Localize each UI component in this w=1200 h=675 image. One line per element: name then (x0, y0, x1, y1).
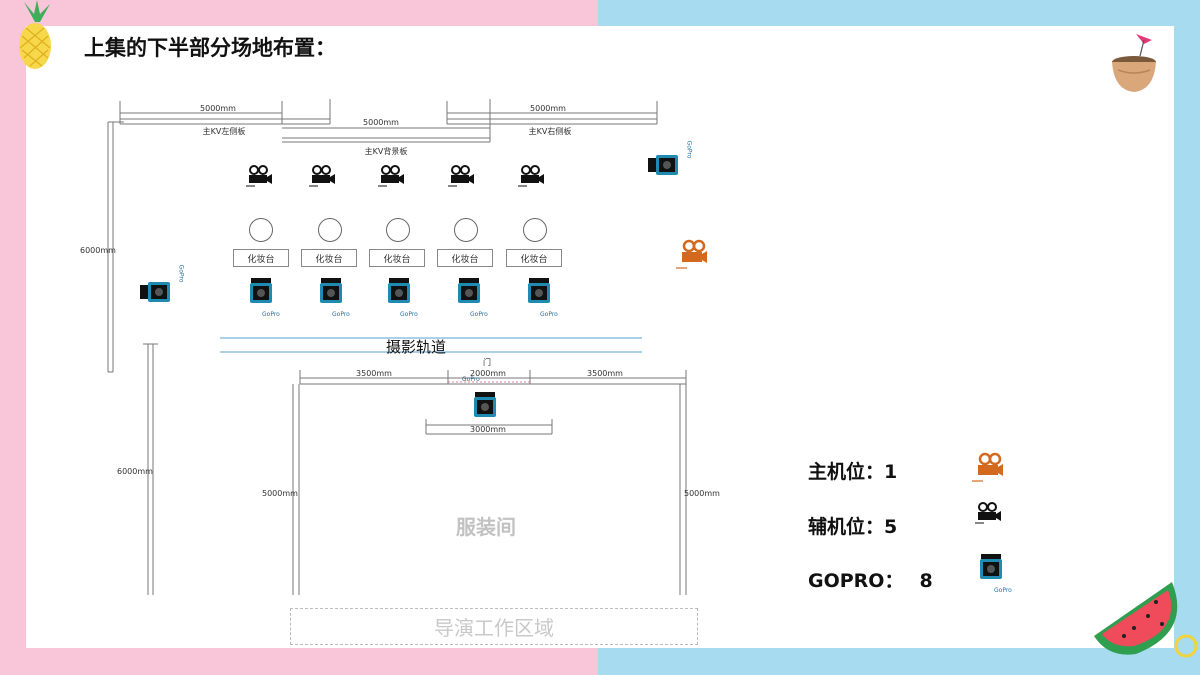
main-camera-icon (972, 452, 1003, 482)
label-door: 门 (483, 358, 491, 367)
gopro-icon (388, 278, 410, 303)
gopro-tag: GoPro (994, 587, 1012, 594)
dim-kv-left: 5000mm (200, 104, 236, 113)
stool (386, 218, 410, 242)
legend-gopro: GOPRO： 8 (808, 566, 933, 593)
gopro-icon (320, 278, 342, 303)
label-kv-right: 主KV右侧板 (528, 127, 572, 136)
dim-lower-left-wall: 6000mm (117, 467, 153, 476)
legend-gopro-count: 8 (919, 570, 933, 592)
legend-aux-label: 辅机位： (808, 516, 885, 538)
makeup-table: 化妆台 (301, 249, 357, 267)
legend-gopro-label: GOPRO： (808, 570, 904, 592)
pineapple-icon (19, 0, 51, 69)
makeup-table: 化妆台 (233, 249, 289, 267)
gopro-side-icon (140, 282, 170, 302)
coconut-drink-icon (1112, 34, 1156, 92)
makeup-table: 化妆台 (369, 249, 425, 267)
main-camera-icon (676, 239, 707, 269)
gopro-tag: GoPro (462, 376, 480, 383)
dim-kv-back: 5000mm (363, 118, 399, 127)
dim-kv-right: 5000mm (530, 104, 566, 113)
label-kv-left: 主KV左侧板 (202, 127, 246, 136)
dim-left-wall: 6000mm (80, 246, 116, 255)
aux-camera-icon (518, 165, 544, 187)
gopro-tag: GoPro (685, 140, 693, 159)
makeup-table: 化妆台 (506, 249, 562, 267)
gopro-side-icon (648, 155, 678, 175)
director-area-label: 导演工作区域 (434, 616, 554, 640)
dim-room-right: 3500mm (587, 369, 623, 378)
gopro-icon (250, 278, 272, 303)
gopro-tag: GoPro (262, 311, 280, 318)
dim-room-right-height: 5000mm (684, 489, 720, 498)
stool (318, 218, 342, 242)
stool (523, 218, 547, 242)
aux-camera-icon (448, 165, 474, 187)
aux-camera-icon (975, 502, 1001, 524)
gopro-icon (528, 278, 550, 303)
gopro-tag: GoPro (400, 311, 418, 318)
gopro-icon (458, 278, 480, 303)
gopro-tag: GoPro (470, 311, 488, 318)
director-work-area: 导演工作区域 (290, 608, 698, 645)
camera-track-label: 摄影轨道 (386, 338, 447, 356)
aux-camera-icon (378, 165, 404, 187)
dim-room-left: 3500mm (356, 369, 392, 378)
gopro-tag: GoPro (177, 264, 185, 283)
dim-door: 2000mm (470, 369, 506, 378)
watermelon-icon (1094, 582, 1198, 658)
makeup-table: 化妆台 (437, 249, 493, 267)
stool (454, 218, 478, 242)
label-kv-back: 主KV背景板 (364, 147, 408, 156)
page-title: 上集的下半部分场地布置： (84, 36, 336, 60)
gopro-icon (474, 392, 496, 417)
legend-aux-camera: 辅机位：5 (808, 512, 897, 539)
legend-aux-count: 5 (884, 516, 898, 538)
stool (249, 218, 273, 242)
gopro-tag: GoPro (540, 311, 558, 318)
dim-bench: 3000mm (470, 425, 506, 434)
costume-room-label: 服装间 (456, 515, 516, 539)
gopro-icon (980, 554, 1002, 579)
slide-panel (26, 26, 1174, 648)
legend-main-label: 主机位： (808, 461, 885, 483)
dim-room-left-height: 5000mm (262, 489, 298, 498)
aux-camera-icon (309, 165, 335, 187)
legend-main-count: 1 (884, 461, 898, 483)
legend-main-camera: 主机位：1 (808, 457, 897, 484)
gopro-tag: GoPro (332, 311, 350, 318)
aux-camera-icon (246, 165, 272, 187)
